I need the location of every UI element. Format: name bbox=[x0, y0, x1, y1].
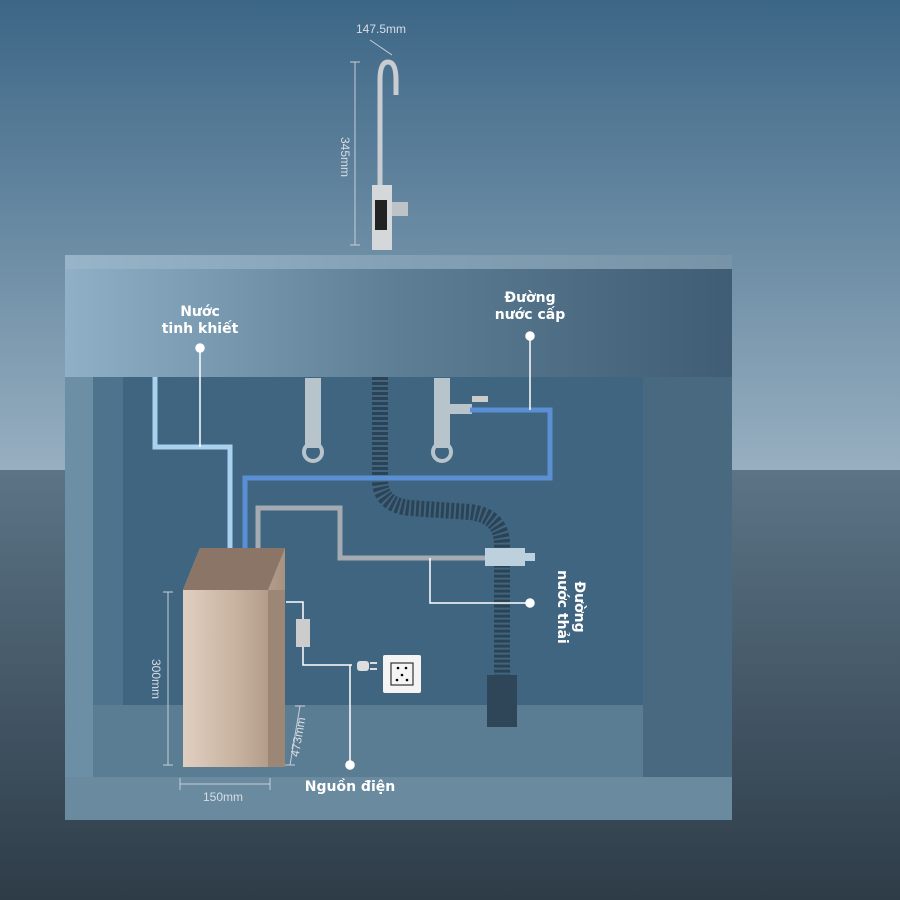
waste-water-label-line2: nước thải bbox=[554, 570, 570, 644]
waste-water-line bbox=[255, 505, 495, 561]
pure-water-label: Nước tinh khiết bbox=[160, 304, 240, 338]
cabinet-left-side bbox=[65, 377, 93, 777]
pure-water-label-line1: Nước bbox=[180, 304, 220, 320]
supply-water-label-line1: Đường bbox=[504, 290, 556, 306]
power-plug-icon bbox=[357, 661, 377, 671]
waste-water-marker bbox=[525, 598, 535, 608]
valve-right bbox=[431, 378, 488, 463]
drain-pipe bbox=[487, 675, 517, 727]
supply-water-line bbox=[242, 407, 553, 548]
faucet-height-dimension: 345mm bbox=[338, 136, 352, 177]
drain-hose bbox=[372, 377, 510, 690]
pure-water-marker bbox=[195, 343, 205, 353]
supply-water-marker bbox=[525, 331, 535, 341]
faucet-reach-dimension: 147.5mm bbox=[356, 22, 407, 36]
pure-water-label-line2: tinh khiết bbox=[161, 321, 239, 337]
unit-height-dimension: 300mm bbox=[149, 658, 163, 699]
power-marker bbox=[345, 760, 355, 770]
power-outlet-icon bbox=[383, 655, 421, 693]
faucet bbox=[372, 59, 408, 250]
power-adapter bbox=[296, 619, 310, 647]
waste-water-label-line1: Đường bbox=[571, 581, 587, 633]
supply-water-label-line2: nước cấp bbox=[494, 307, 566, 323]
countertop bbox=[65, 255, 732, 377]
purifier-unit bbox=[183, 548, 285, 767]
power-label: Nguồn điện bbox=[304, 779, 396, 795]
waste-water-label: Đường nước thải bbox=[553, 562, 587, 652]
valve-left bbox=[302, 378, 324, 463]
supply-water-label: Đường nước cấp bbox=[485, 290, 575, 324]
cabinet-base bbox=[65, 777, 732, 820]
unit-width-dimension: 150mm bbox=[203, 790, 244, 804]
drain-connector bbox=[485, 548, 535, 566]
cabinet-right-door bbox=[643, 377, 732, 777]
cabinet-floor bbox=[93, 705, 643, 777]
pure-water-line bbox=[152, 377, 233, 548]
